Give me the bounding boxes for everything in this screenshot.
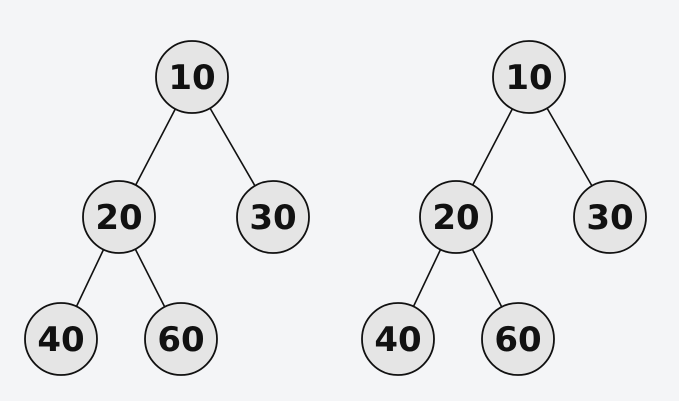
node-label: 30	[249, 198, 296, 238]
tree-node-30: 30	[573, 180, 647, 254]
node-label: 40	[374, 320, 421, 360]
tree-right: 10 20 30 40 60	[361, 40, 647, 376]
edge-20-60	[134, 248, 166, 308]
node-label: 10	[505, 58, 552, 98]
node-circle	[24, 302, 98, 376]
edge-20-40	[412, 249, 442, 307]
node-circle	[144, 302, 218, 376]
edge-20-40	[75, 249, 105, 307]
node-label: 60	[494, 320, 541, 360]
node-label: 10	[168, 58, 215, 98]
node-circle	[361, 302, 435, 376]
edge-10-20	[471, 108, 514, 186]
edge-20-60	[471, 248, 503, 308]
tree-node-20: 20	[419, 180, 493, 254]
tree-node-20: 20	[82, 180, 156, 254]
node-circle	[155, 40, 229, 114]
node-label: 20	[432, 198, 479, 238]
tree-node-30: 30	[236, 180, 310, 254]
edge-10-30	[546, 107, 593, 187]
node-label: 40	[37, 320, 84, 360]
tree-node-10: 10	[155, 40, 229, 114]
node-label: 60	[157, 320, 204, 360]
node-circle	[236, 180, 310, 254]
tree-node-40: 40	[361, 302, 435, 376]
node-circle	[481, 302, 555, 376]
node-label: 30	[586, 198, 633, 238]
edge-10-30	[209, 107, 256, 187]
tree-node-40: 40	[24, 302, 98, 376]
tree-node-60: 60	[481, 302, 555, 376]
node-circle	[573, 180, 647, 254]
node-label: 20	[95, 198, 142, 238]
edge-10-20	[134, 108, 177, 186]
tree-node-10: 10	[492, 40, 566, 114]
node-circle	[82, 180, 156, 254]
node-circle	[492, 40, 566, 114]
tree-node-60: 60	[144, 302, 218, 376]
node-circle	[419, 180, 493, 254]
tree-left: 10 20 30 40 60	[24, 40, 310, 376]
